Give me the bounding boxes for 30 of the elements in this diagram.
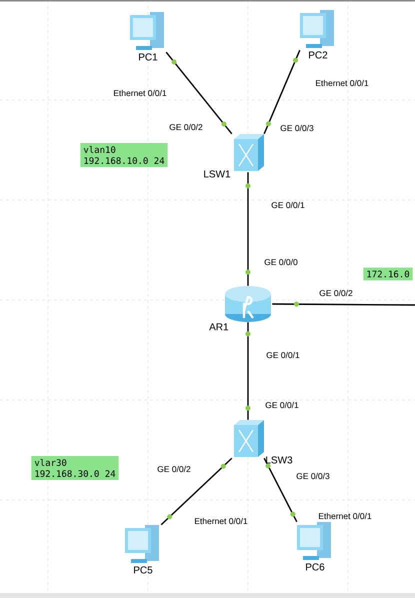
port-label: GE 0/0/1	[266, 352, 300, 358]
cable-line	[166, 52, 232, 134]
device-label: PC6	[306, 563, 324, 570]
subnet-note: 172.16.0	[363, 268, 413, 280]
device-label: PC1	[139, 53, 158, 60]
cable-line	[246, 172, 250, 286]
port-label: Ethernet 0/0/1	[114, 90, 166, 96]
cable-line	[272, 302, 415, 307]
port-label: GE 0/0/2	[320, 290, 352, 296]
cable-line	[160, 458, 232, 526]
cable-line	[246, 322, 250, 420]
port-label: GE 0/0/1	[266, 402, 298, 408]
port-label: Ethernet 0/0/1	[194, 518, 248, 524]
port-label: GE 0/0/2	[158, 466, 190, 472]
port-label: GE 0/0/2	[170, 124, 202, 130]
cable-line	[264, 50, 300, 134]
device-label: PC5	[134, 566, 152, 574]
port-label: GE 0/0/1	[272, 202, 304, 208]
subnet-note: vlan10 192.168.10.0 24	[80, 143, 168, 168]
device-label: PC2	[309, 51, 328, 58]
port-label: Ethernet 0/0/1	[316, 80, 368, 86]
port-label: GE 0/0/3	[280, 124, 314, 132]
port-label: Ethernet 0/0/1	[318, 512, 372, 520]
subnet-note: vlar30 192.168.30.0 24	[31, 456, 119, 480]
device-label: AR1	[209, 323, 228, 330]
device-label: LSW3	[266, 456, 292, 464]
device-label: LSW1	[204, 170, 230, 178]
port-label: GE 0/0/3	[296, 472, 330, 480]
port-label: GE 0/0/0	[264, 258, 298, 266]
cable-line	[264, 458, 298, 522]
